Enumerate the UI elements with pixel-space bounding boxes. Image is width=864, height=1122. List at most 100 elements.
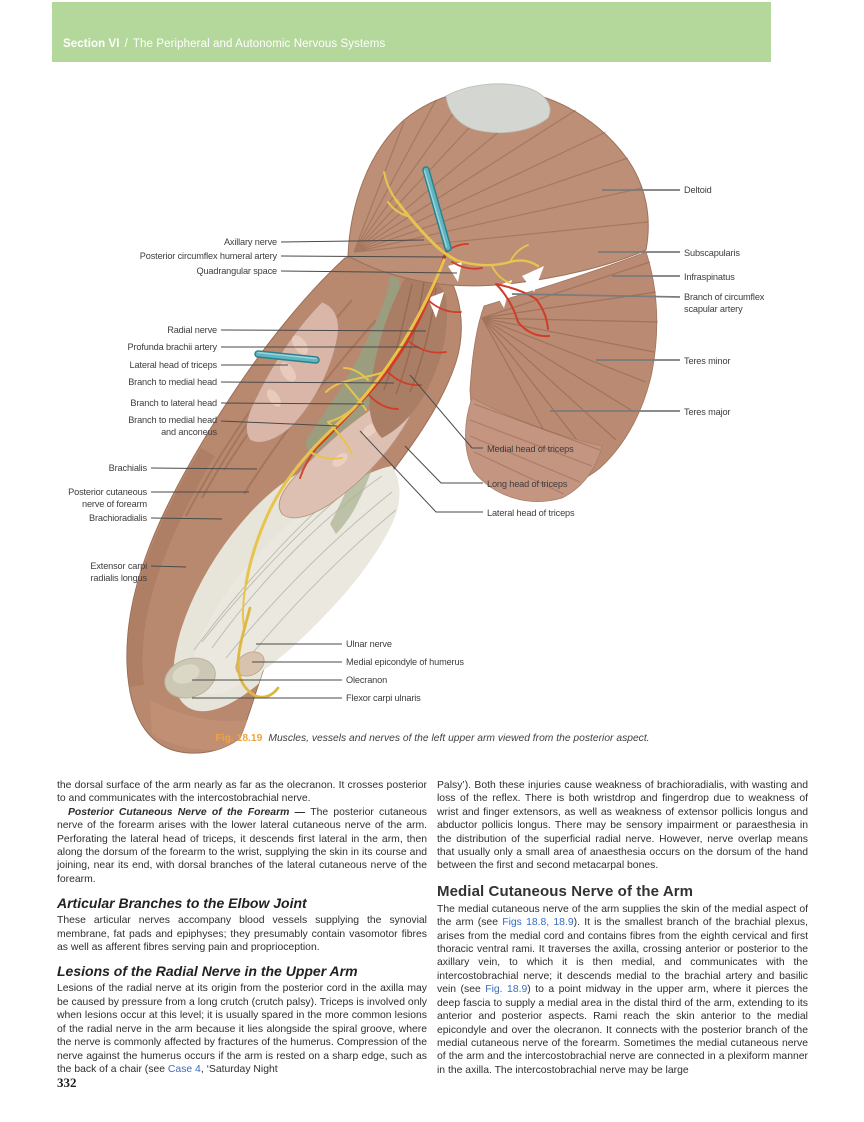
figure-label: Long head of triceps xyxy=(487,479,568,489)
deltoid-muscle xyxy=(347,83,649,287)
figure-label: Teres minor xyxy=(684,356,730,366)
figure-label: Posterior circumflex humeral artery xyxy=(140,251,278,261)
paragraph: These articular nerves accompany blood v… xyxy=(57,915,427,954)
teres-major-muscle xyxy=(465,397,603,502)
subheading-articular-branches: Articular Branches to the Elbow Joint xyxy=(57,895,307,912)
heading-medial-cutaneous-nerve: Medial Cutaneous Nerve of the Arm xyxy=(437,882,694,900)
figure-label: Posterior cutaneous xyxy=(68,487,147,497)
medial-epicondyle-bone xyxy=(235,651,265,677)
leader-line xyxy=(280,239,425,243)
leader-line xyxy=(150,565,187,568)
figure-caption: Fig. 18.19 Muscles, vessels and nerves of… xyxy=(57,733,808,744)
figure-label: Radial nerve xyxy=(167,325,217,335)
figure-label: Branch to medial head xyxy=(128,415,217,425)
figure-label: Axillary nerve xyxy=(224,237,277,247)
figure-label: Flexor carpi ulnaris xyxy=(346,693,421,703)
figure-label: Lateral head of triceps xyxy=(130,360,218,370)
figure-caption-text: Muscles, vessels and nerves of the left … xyxy=(268,733,650,744)
flap-texture xyxy=(266,389,282,407)
figure-label: Deltoid xyxy=(684,185,712,195)
leader-line xyxy=(280,255,447,258)
figure-leader-lines xyxy=(150,189,681,699)
paragraph: The medial cutaneous nerve of the arm su… xyxy=(437,903,808,1077)
brachioradialis-muscle xyxy=(126,447,215,687)
radial-nerve xyxy=(244,258,446,586)
leader-line xyxy=(511,293,681,298)
leader-line xyxy=(220,402,365,405)
axillary-nerve xyxy=(394,198,458,262)
page-number: 332 xyxy=(57,1075,77,1090)
tendon-fibres xyxy=(193,475,397,669)
paragraph: Posterior Cutaneous Nerve of the Forearm… xyxy=(57,806,427,886)
leader-line xyxy=(359,430,483,513)
cut-vessel-tube-2 xyxy=(254,350,320,364)
figure-label: Branch to medial head xyxy=(128,377,217,387)
paragraph: Palsy’). Both these injuries cause weakn… xyxy=(437,780,808,872)
figure-label: Lateral head of triceps xyxy=(487,508,575,518)
leader-line xyxy=(404,445,483,484)
figure-label: Brachialis xyxy=(109,463,148,473)
section-title: The Peripheral and Autonomic Nervous Sys… xyxy=(132,38,386,50)
figure-label: nerve of forearm xyxy=(82,499,148,509)
figure-label: Infraspinatus xyxy=(684,272,735,282)
leader-line xyxy=(220,420,338,427)
leader-line xyxy=(150,517,223,520)
figs-18-8-18-9-link[interactable]: Figs 18.8, 18.9 xyxy=(502,917,574,929)
left-column: the dorsal surface of the arm nearly as … xyxy=(57,779,427,1076)
figure-label: Medial epicondyle of humerus xyxy=(346,657,464,667)
figure-label: Olecranon xyxy=(346,675,387,685)
figure-label: Branch of circumflex xyxy=(684,292,765,302)
section-header-bar: Section VI / The Peripheral and Autonomi… xyxy=(52,2,771,62)
flap-texture xyxy=(280,362,296,382)
circumflex-scapular-branch xyxy=(495,283,550,338)
deltoid-fascia-cap xyxy=(445,83,551,134)
teres-striations xyxy=(469,403,601,495)
section-separator: / xyxy=(124,38,128,50)
figure-label: Medial head of triceps xyxy=(487,444,574,454)
figure-label: Profunda brachii artery xyxy=(128,342,218,352)
figure-label: Teres major xyxy=(684,407,730,417)
flexor-carpi-ulnaris-muscle xyxy=(150,700,248,750)
paragraph-text: , ‘Saturday Night xyxy=(200,1063,278,1075)
paragraph-text: ). It is the smallest branch of the brac… xyxy=(437,917,808,996)
paragraph: Lesions of the radial nerve at its origi… xyxy=(57,982,427,1076)
paragraph-text: Lesions of the radial nerve at its origi… xyxy=(57,983,427,1075)
leader-line xyxy=(280,270,458,274)
figure-label: Ulnar nerve xyxy=(346,639,392,649)
case-4-link[interactable]: Case 4 xyxy=(167,1063,201,1075)
paragraph-lead-in: Posterior Cutaneous Nerve of the Forearm… xyxy=(68,806,311,818)
paragraph-text: The medial cutaneous nerve of the arm su… xyxy=(437,903,808,929)
figure-label: scapular artery xyxy=(684,304,743,314)
figure-label: Brachioradialis xyxy=(89,513,148,523)
scapular-muscles xyxy=(465,251,659,502)
figure-label: radialis longus xyxy=(91,573,148,583)
fig-18-9-link[interactable]: Fig. 18.9 xyxy=(485,984,528,996)
subheading-lesions-radial-nerve: Lesions of the Radial Nerve in the Upper… xyxy=(57,963,358,980)
elbow-bones xyxy=(164,651,265,699)
right-column: Palsy’). Both these injuries cause weakn… xyxy=(437,779,808,1077)
figure-number: Fig. 18.19 xyxy=(215,733,263,744)
leader-line xyxy=(409,374,483,449)
flap-texture xyxy=(362,423,378,437)
ulnar-nerve xyxy=(236,606,280,699)
figure-label: Subscapularis xyxy=(684,248,740,258)
radial-nerve-branches xyxy=(309,367,385,460)
leader-line xyxy=(220,329,427,332)
olecranon-highlight xyxy=(172,664,200,684)
figure-label: Quadrangular space xyxy=(196,266,277,276)
cut-vessel-tube-1 xyxy=(422,166,452,252)
paragraph-text: The posterior cutaneous nerve of the for… xyxy=(57,806,427,885)
spiral-groove-fascia xyxy=(306,276,402,468)
deltoid-striations xyxy=(353,87,649,253)
paragraph-text: ) to a point midway in the upper arm, wh… xyxy=(437,984,808,1076)
flap-texture xyxy=(332,453,348,467)
figure-label: Extensor carpi xyxy=(90,561,147,571)
section-label: Section VI xyxy=(63,38,120,50)
figure-label: Branch to lateral head xyxy=(130,398,217,408)
fan-striations xyxy=(481,261,659,479)
figure-label: and anconeus xyxy=(161,427,217,437)
leader-line xyxy=(150,467,258,470)
quadrangular-space-gap xyxy=(448,262,462,282)
